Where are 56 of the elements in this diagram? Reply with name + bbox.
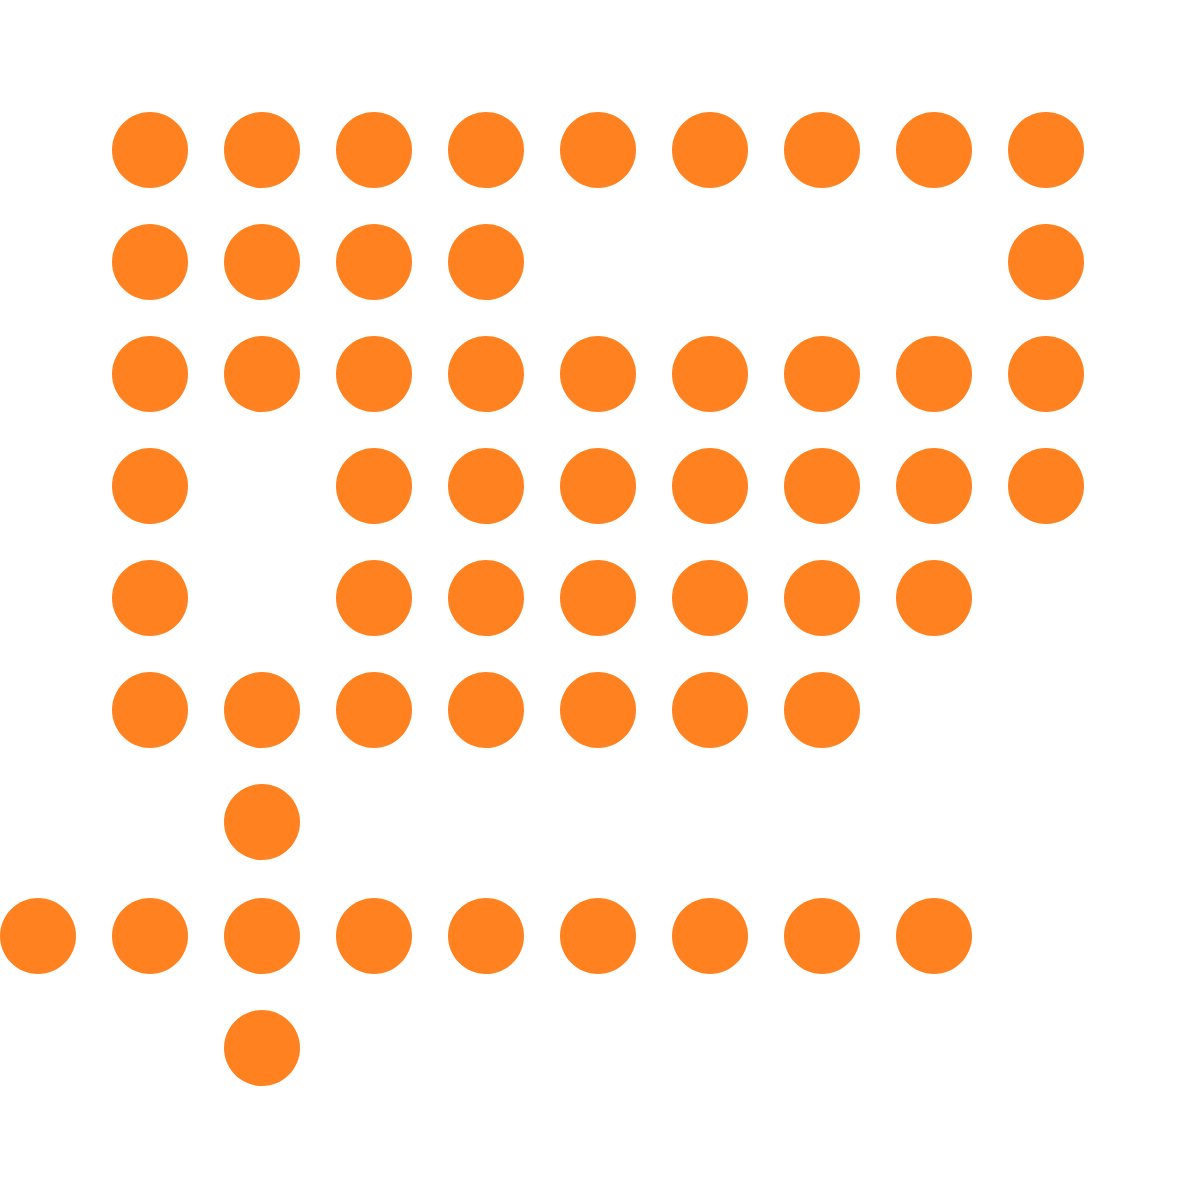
dot (224, 672, 300, 748)
dot (784, 898, 860, 974)
dot (896, 560, 972, 636)
dot (896, 898, 972, 974)
dot (1008, 224, 1084, 300)
dot (560, 112, 636, 188)
dot (224, 224, 300, 300)
dot (112, 112, 188, 188)
dot (0, 898, 76, 974)
dot (336, 336, 412, 412)
dot (560, 898, 636, 974)
dot (896, 112, 972, 188)
dot (112, 898, 188, 974)
dot (448, 672, 524, 748)
dot (336, 448, 412, 524)
dot (448, 336, 524, 412)
dot (336, 224, 412, 300)
dot (448, 112, 524, 188)
dot (224, 112, 300, 188)
dot (224, 336, 300, 412)
dot (784, 560, 860, 636)
dot (672, 672, 748, 748)
dot (560, 672, 636, 748)
dot (560, 336, 636, 412)
dot (336, 898, 412, 974)
dot (112, 224, 188, 300)
dot (896, 336, 972, 412)
dot (1008, 336, 1084, 412)
dot (448, 898, 524, 974)
dot (336, 112, 412, 188)
dot (448, 560, 524, 636)
dot (224, 1010, 300, 1086)
dot (784, 336, 860, 412)
dot (112, 336, 188, 412)
dot (560, 448, 636, 524)
dot (784, 112, 860, 188)
dot (112, 560, 188, 636)
dot (224, 784, 300, 860)
dot (784, 672, 860, 748)
dot (672, 560, 748, 636)
dot (784, 448, 860, 524)
dot (112, 448, 188, 524)
dot (1008, 448, 1084, 524)
dot (672, 112, 748, 188)
dot (224, 898, 300, 974)
dot (336, 672, 412, 748)
dot (896, 448, 972, 524)
dot (672, 448, 748, 524)
dot (112, 672, 188, 748)
dot (448, 224, 524, 300)
dot (672, 898, 748, 974)
dot (672, 336, 748, 412)
dot (448, 448, 524, 524)
dot (1008, 112, 1084, 188)
dot (560, 560, 636, 636)
dot (336, 560, 412, 636)
